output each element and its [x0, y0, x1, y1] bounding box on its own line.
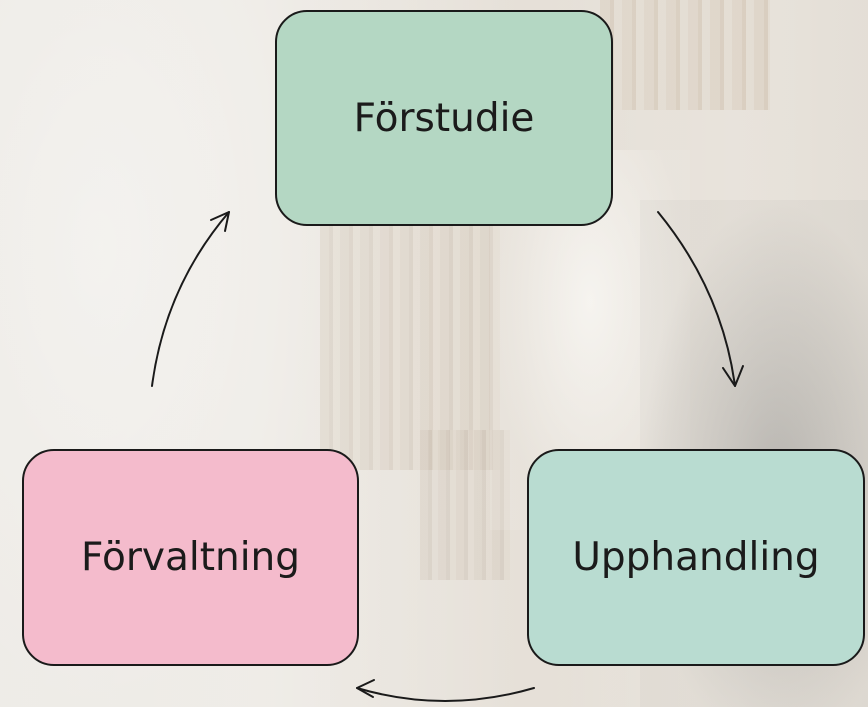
- node-forstudie: Förstudie: [275, 10, 613, 226]
- node-upphandling: Upphandling: [527, 449, 865, 666]
- node-upphandling-label: Upphandling: [572, 535, 820, 580]
- arrow-upphandling-to-forvaltning: [356, 679, 535, 702]
- node-forvaltning-label: Förvaltning: [80, 535, 301, 580]
- node-forvaltning: Förvaltning: [22, 449, 359, 666]
- arrow-forvaltning-to-forstudie: [151, 211, 230, 387]
- arrow-forstudie-to-upphandling: [657, 211, 744, 387]
- node-forstudie-label: Förstudie: [353, 95, 535, 141]
